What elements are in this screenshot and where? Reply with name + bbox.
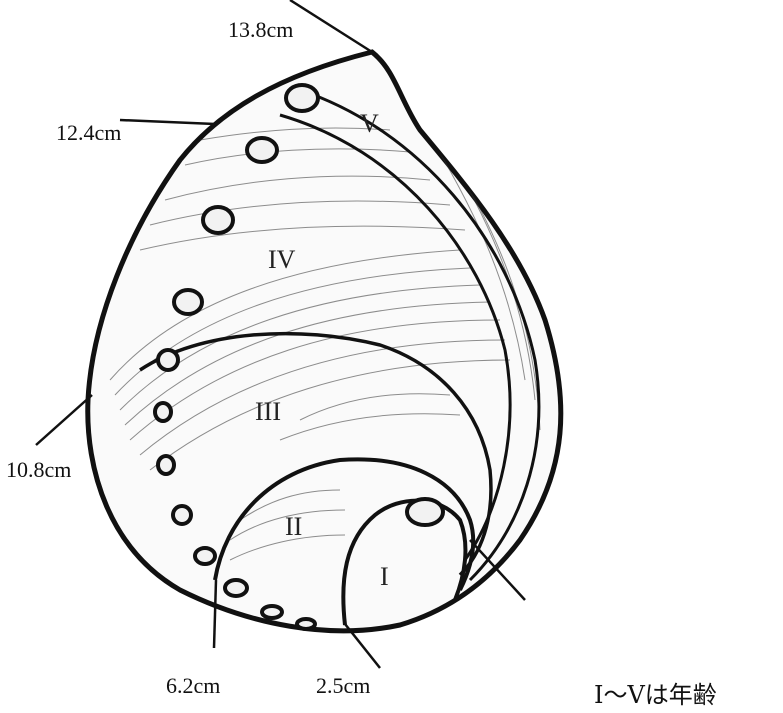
hole <box>225 580 247 596</box>
measurement-label-2-5: 2.5cm <box>316 673 370 698</box>
hole <box>155 403 171 421</box>
hole <box>262 606 282 618</box>
hole <box>407 499 443 525</box>
hole <box>203 207 233 233</box>
age-label-iii: III <box>255 397 281 426</box>
measurement-label-6-2: 6.2cm <box>166 673 220 698</box>
measurement-label-13-8: 13.8cm <box>228 17 293 42</box>
hole <box>247 138 277 162</box>
age-label-v: V <box>360 109 379 138</box>
age-caption: Ⅰ～Ⅴは年齢 <box>594 681 717 709</box>
hole <box>173 506 191 524</box>
hole <box>195 548 215 564</box>
hole <box>158 456 174 474</box>
measurement-label-10-8: 10.8cm <box>6 457 71 482</box>
shell-outline <box>88 52 561 631</box>
hole <box>158 350 178 370</box>
measurement-label-12-4: 12.4cm <box>56 120 121 145</box>
age-label-ii: II <box>285 512 302 541</box>
age-label-i: I <box>380 562 389 591</box>
age-label-iv: IV <box>268 245 296 274</box>
hole <box>286 85 318 111</box>
hole <box>174 290 202 314</box>
hole <box>297 619 315 629</box>
